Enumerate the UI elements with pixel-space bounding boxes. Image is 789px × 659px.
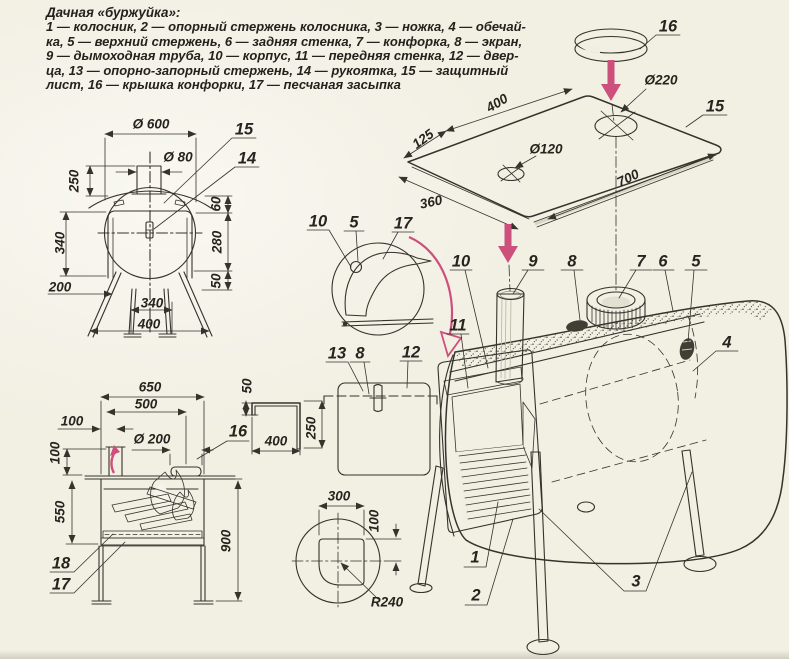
dim-label-550: 550: [52, 500, 68, 524]
dim-label-650: 650: [138, 379, 162, 395]
legend-block: Дачная «буржуйка»: 1 — колосник, 2 — опо…: [46, 5, 576, 93]
dim-label-400: 400: [264, 433, 288, 449]
dim-label-280: 280: [209, 230, 225, 254]
part-label-5: 5: [691, 252, 701, 271]
dim-label-360: 360: [418, 192, 444, 212]
part-label-1: 1: [470, 548, 480, 567]
part-label-10: 10: [451, 252, 471, 271]
dim-label-100: 100: [47, 441, 63, 465]
dim-label-50: 50: [208, 273, 224, 289]
part-label-17: 17: [51, 575, 71, 594]
dim-label-80: Ø 80: [163, 149, 193, 165]
part-label-4: 4: [722, 333, 732, 352]
dim-label-340: 340: [52, 231, 68, 255]
dim-label-200: 200: [48, 279, 72, 295]
part-label-15: 15: [705, 97, 725, 116]
dim-label-900: 900: [218, 529, 234, 553]
part-label-16: 16: [658, 17, 678, 36]
part-label-11: 11: [449, 316, 467, 335]
dim-label-60: 60: [208, 196, 224, 212]
door-detail: [303, 360, 438, 476]
part-label-18: 18: [51, 554, 71, 573]
part-label-2: 2: [471, 586, 481, 605]
part-label-5: 5: [349, 213, 359, 232]
legend-line: 1 — колосник, 2 — опорный стержень колос…: [46, 19, 526, 34]
detail-pointer-arrow: [408, 235, 454, 339]
dim-label-500: 500: [134, 396, 158, 412]
part-label-17: 17: [393, 214, 413, 233]
down-arrow-lid: [601, 60, 621, 101]
part-label-8: 8: [567, 252, 577, 271]
dim-label-100: 100: [366, 509, 382, 533]
dim-label-340: 340: [140, 295, 164, 311]
dim-label-120: Ø120: [529, 141, 563, 157]
sheet-view: [398, 28, 728, 291]
part-label-8: 8: [355, 344, 365, 363]
part-label-7: 7: [636, 252, 646, 271]
dim-label-200: Ø 200: [133, 431, 171, 447]
dim-label-250: 250: [66, 169, 82, 193]
dim-label-400: 400: [137, 316, 161, 332]
burner-ring: [586, 286, 646, 330]
legend-line: лист, 16 — крышка конфорки, 17 — песчана…: [46, 77, 401, 93]
dim-label-50: 50: [239, 378, 255, 394]
part-label-16: 16: [228, 422, 248, 441]
opening-detail-circle: [291, 502, 402, 608]
stove-isometric: [409, 224, 788, 656]
legend-line: ка, 5 — верхний стержень, 6 — задняя сте…: [46, 33, 523, 49]
dim-label-100: 100: [60, 413, 84, 429]
dim-label-r240: R240: [370, 594, 404, 610]
part-label-6: 6: [658, 252, 668, 271]
dim-label-400: 400: [483, 90, 511, 116]
down-arrow-pipe: [498, 224, 518, 263]
dim-label-700: 700: [614, 166, 642, 190]
part-label-12: 12: [401, 343, 421, 362]
legend-title: Дачная «буржуйка»:: [46, 5, 181, 20]
part-label-13: 13: [327, 344, 347, 363]
dim-label-250: 250: [303, 416, 319, 440]
part-label-15: 15: [234, 120, 254, 139]
page-edge-shadow: [0, 650, 789, 659]
firewood-and-flames: [111, 469, 197, 531]
legend-line: 9 — дымоходная труба, 10 — корпус, 11 — …: [46, 48, 519, 64]
side-section-view: [49, 393, 243, 605]
legend-line: ца, 13 — опорно-запорный стержень, 14 — …: [46, 62, 509, 78]
part-label-9: 9: [528, 252, 538, 271]
dim-label-125: 125: [409, 126, 437, 152]
front-view: [47, 130, 260, 338]
screen-detail-circle: [306, 229, 463, 359]
part-label-3: 3: [631, 572, 641, 591]
part-label-10: 10: [308, 212, 328, 231]
dim-label-220: Ø220: [644, 72, 678, 88]
part-label-14: 14: [237, 149, 257, 168]
dim-label-300: 300: [327, 488, 351, 504]
dim-label-600: Ø 600: [132, 116, 170, 132]
